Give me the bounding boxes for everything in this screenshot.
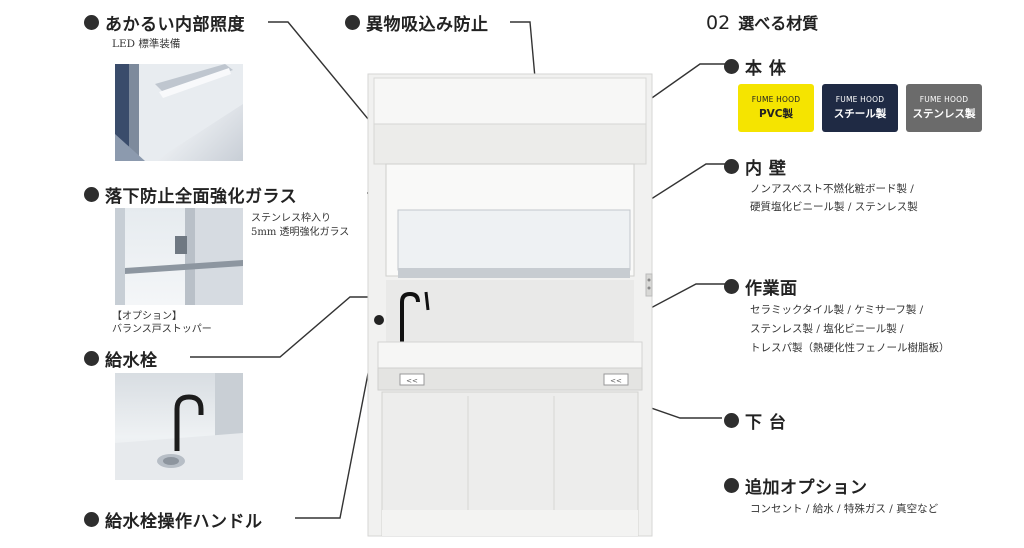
glass-note-2: 5mm 透明強化ガラス	[251, 227, 350, 238]
badge-steel: FUME HOOD スチール製	[822, 84, 898, 132]
intake-label: 異物吸込み防止	[345, 10, 489, 35]
fume-hood-illustration: << <<	[367, 73, 653, 537]
glass-option-2: バランス戸ストッパー	[112, 324, 212, 335]
worktop-desc-2: ステンレス製 / 塩化ビニール製 /	[750, 323, 904, 335]
section-heading: 02 選べる材質	[706, 10, 818, 34]
worktop-desc-1: セラミックタイル製 / ケミサーフ製 /	[750, 304, 924, 316]
bullet-icon	[84, 15, 99, 30]
worktop-desc-3: トレスパ製（熱硬化性フェノール樹脂板）	[750, 342, 950, 354]
faucet-photo	[115, 373, 243, 480]
lighting-sub: LED 標準装備	[112, 38, 181, 50]
body-label: 本 体	[724, 54, 786, 79]
handle-label: 給水栓操作ハンドル	[84, 507, 263, 532]
faucet-label: 給水栓	[84, 346, 158, 371]
glass-photo-drawing	[115, 208, 243, 305]
leader-handle	[295, 321, 379, 519]
bullet-icon	[724, 413, 739, 428]
base-label: 下 台	[724, 408, 786, 433]
inner-wall-desc-2: 硬質塩化ビニール製 / ステンレス製	[750, 201, 918, 213]
glass-option-1: 【オプション】	[112, 311, 182, 322]
bullet-icon	[724, 159, 739, 174]
leader-body	[631, 63, 730, 113]
led-photo-drawing	[115, 64, 243, 161]
bullet-icon	[345, 15, 360, 30]
faucet-photo-drawing	[115, 373, 243, 480]
lighting-label: あかるい内部照度	[84, 10, 245, 35]
glass-label: 落下防止全面強化ガラス	[84, 182, 297, 207]
badge-stainless: FUME HOOD ステンレス製	[906, 84, 982, 132]
options-label: 追加オプション	[724, 473, 868, 498]
section-title: 選べる材質	[738, 14, 819, 33]
inner-wall-desc-1: ノンアスベスト不燃化粧ボード製 /	[750, 183, 914, 195]
glass-photo	[115, 208, 243, 305]
bullet-icon	[724, 478, 739, 493]
led-photo	[115, 64, 243, 161]
svg-text:<<: <<	[406, 377, 418, 385]
bullet-icon	[84, 187, 99, 202]
inner-wall-label: 内 壁	[724, 154, 786, 179]
worktop-label: 作業面	[724, 274, 798, 299]
svg-text:<<: <<	[610, 377, 622, 385]
section-number: 02	[706, 12, 731, 34]
options-desc: コンセント / 給水 / 特殊ガス / 真空など	[750, 503, 939, 515]
badge-pvc: FUME HOOD PVC製	[738, 84, 814, 132]
bullet-icon	[84, 512, 99, 527]
bullet-icon	[724, 279, 739, 294]
glass-note-1: ステンレス枠入り	[251, 213, 331, 224]
bullet-icon	[724, 59, 739, 74]
bullet-icon	[84, 351, 99, 366]
